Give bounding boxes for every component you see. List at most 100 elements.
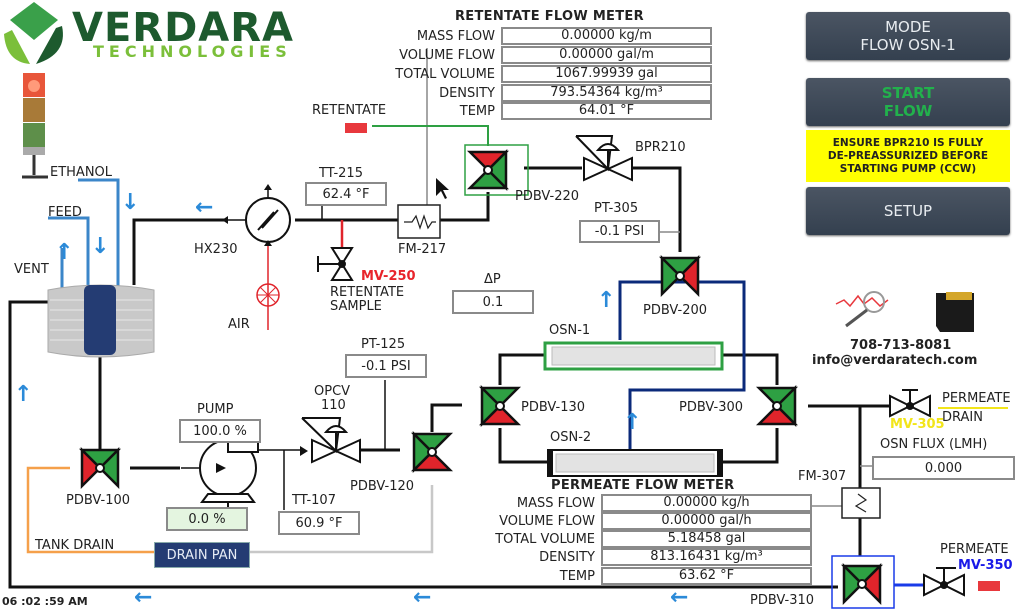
permeate-volume-flow-value: 0.00000 gal/h bbox=[601, 512, 812, 530]
permeate-label: PERMEATE bbox=[940, 542, 1009, 557]
pdbv300-label: PDBV-300 bbox=[679, 400, 744, 415]
permeate-drain-label-2: DRAIN bbox=[942, 410, 983, 425]
stack-light-icon bbox=[22, 73, 48, 179]
permeate-mass-flow-label: MASS FLOW bbox=[516, 496, 595, 511]
mouse-cursor-icon bbox=[436, 178, 449, 199]
permeate-total-volume-label: TOTAL VOLUME bbox=[495, 532, 595, 547]
tank-return-pipe bbox=[132, 218, 228, 285]
permeate-mass-flow-value: 0.00000 kg/h bbox=[601, 494, 812, 512]
retentate-temp-value: 64.01 °F bbox=[501, 102, 712, 120]
mv250-valve-icon bbox=[317, 247, 354, 281]
pdbv200-actuator bbox=[675, 271, 685, 281]
opcv-label: OPCV bbox=[314, 384, 351, 399]
tank bbox=[47, 284, 155, 358]
retentate-mass-flow-label: MASS FLOW bbox=[416, 29, 495, 44]
sd-card-button[interactable] bbox=[934, 290, 976, 334]
mv305-label[interactable]: MV-305 bbox=[890, 417, 945, 432]
osn2-label: OSN-2 bbox=[550, 430, 592, 445]
retentate-volume-flow-label: VOLUME FLOW bbox=[399, 48, 495, 63]
mode-button-label: MODE bbox=[885, 18, 931, 36]
pdbv200-port-right bbox=[678, 254, 700, 298]
flow-arrow-left-icon: ← bbox=[195, 195, 214, 220]
warning-line: DE-PREASSURIZED BEFORE bbox=[827, 149, 989, 162]
pdbv220-actuator bbox=[483, 165, 493, 175]
retentate-mass-flow-value: 0.00000 kg/m bbox=[501, 27, 712, 45]
drain-pan-box: DRAIN PAN bbox=[154, 542, 250, 568]
pdbv100-actuator bbox=[95, 463, 105, 473]
pdbv300-valve[interactable] bbox=[754, 384, 812, 432]
pdbv220-valve-icon bbox=[466, 148, 510, 192]
pdbv200-valve-icon bbox=[658, 254, 702, 298]
pdbv310-actuator bbox=[857, 579, 867, 589]
pt305-value: -0.1 PSI bbox=[579, 220, 660, 243]
permeate-status-indicator bbox=[978, 581, 1000, 591]
air-label: AIR bbox=[228, 317, 250, 332]
warning-line: STARTING PUMP (CCW) bbox=[839, 162, 977, 175]
flow-arrow-left-icon: ← bbox=[670, 585, 689, 610]
pdbv220-label: PDBV-220 bbox=[515, 189, 580, 204]
start-flow-label-2: FLOW bbox=[883, 102, 933, 120]
fm217-icon bbox=[397, 204, 441, 239]
delta-p-value: 0.1 bbox=[452, 290, 534, 314]
mv250-label[interactable]: MV-250 bbox=[361, 269, 416, 284]
mode-button[interactable]: MODE FLOW OSN-1 bbox=[806, 12, 1010, 60]
pdbv200-valve[interactable] bbox=[650, 252, 712, 302]
pump-speed-value[interactable]: 100.0 % bbox=[179, 419, 261, 443]
pdbv120-valve-icon bbox=[410, 430, 454, 474]
setup-button[interactable]: SETUP bbox=[806, 187, 1010, 235]
mv350-label[interactable]: MV-350 bbox=[958, 558, 1013, 573]
flow-arrow-up-icon: ↑ bbox=[597, 288, 616, 313]
pdbv300-port-bottom bbox=[755, 404, 799, 426]
pdbv300-valve-icon bbox=[755, 384, 799, 428]
fm307-icon bbox=[841, 487, 881, 519]
tt215-label: TT-215 bbox=[319, 166, 363, 181]
sd-card-icon bbox=[936, 292, 974, 332]
retentate-total-volume-value: 1067.99939 gal bbox=[501, 65, 712, 83]
permeate-temp-value: 63.62 °F bbox=[601, 567, 812, 585]
ethanol-label: ETHANOL bbox=[50, 165, 113, 180]
feed-label: FEED bbox=[48, 205, 82, 220]
mv350-valve-icon bbox=[923, 567, 965, 597]
pdbv200-port-left bbox=[660, 254, 682, 298]
pdbv220-valve[interactable] bbox=[466, 146, 526, 194]
pump-label: PUMP bbox=[197, 402, 234, 417]
pdbv310-valve[interactable] bbox=[833, 557, 893, 607]
pdbv300-actuator bbox=[772, 401, 782, 411]
start-flow-label-1: START bbox=[881, 84, 935, 102]
pt125-label: PT-125 bbox=[361, 337, 406, 352]
pdbv100-valve[interactable] bbox=[68, 442, 132, 492]
osn-flux-value: 0.000 bbox=[872, 456, 1015, 480]
pdbv130-valve[interactable] bbox=[462, 384, 522, 432]
fm307-label: FM-307 bbox=[798, 469, 847, 484]
bpr210-label: BPR210 bbox=[635, 140, 686, 155]
start-flow-button[interactable]: START FLOW bbox=[806, 78, 1010, 126]
pump-output-value: 0.0 % bbox=[166, 507, 248, 531]
osn2-membrane-icon bbox=[547, 449, 723, 477]
trend-button[interactable] bbox=[834, 290, 892, 330]
pdbv220-port-bottom bbox=[466, 168, 510, 190]
opcv-number-label: 110 bbox=[321, 398, 346, 413]
delta-p-label: ΔP bbox=[484, 272, 501, 287]
osn1-label: OSN-1 bbox=[549, 323, 591, 338]
pdbv120-valve[interactable] bbox=[396, 428, 454, 478]
pdbv120-label: PDBV-120 bbox=[350, 479, 415, 494]
permeate-density-label: DENSITY bbox=[539, 550, 595, 565]
osn1-membrane-icon bbox=[543, 341, 724, 371]
flow-arrow-up-icon: ↑ bbox=[14, 382, 33, 407]
clock: 06 :02 :59 AM bbox=[2, 595, 88, 608]
bpr210-valve-icon bbox=[575, 135, 633, 182]
tank-drain-pipe bbox=[26, 466, 154, 554]
mode-button-value: FLOW OSN-1 bbox=[860, 36, 956, 54]
pdbv130-valve-icon bbox=[478, 384, 522, 428]
permeate-drain-label: PERMEATE bbox=[942, 391, 1011, 406]
verdara-logo-icon bbox=[4, 2, 63, 64]
permeate-density-value: 813.16431 kg/m³ bbox=[601, 548, 812, 566]
retentate-sample-label: RETENTATE bbox=[330, 285, 405, 300]
tt107-value: 60.9 °F bbox=[278, 511, 360, 535]
vent-label: VENT bbox=[14, 262, 49, 277]
pdbv130-port-bottom bbox=[478, 404, 522, 426]
flow-arrow-left-icon: ← bbox=[134, 585, 153, 610]
pdbv120-actuator bbox=[427, 447, 437, 457]
osn-flux-label: OSN FLUX (LMH) bbox=[880, 437, 988, 452]
